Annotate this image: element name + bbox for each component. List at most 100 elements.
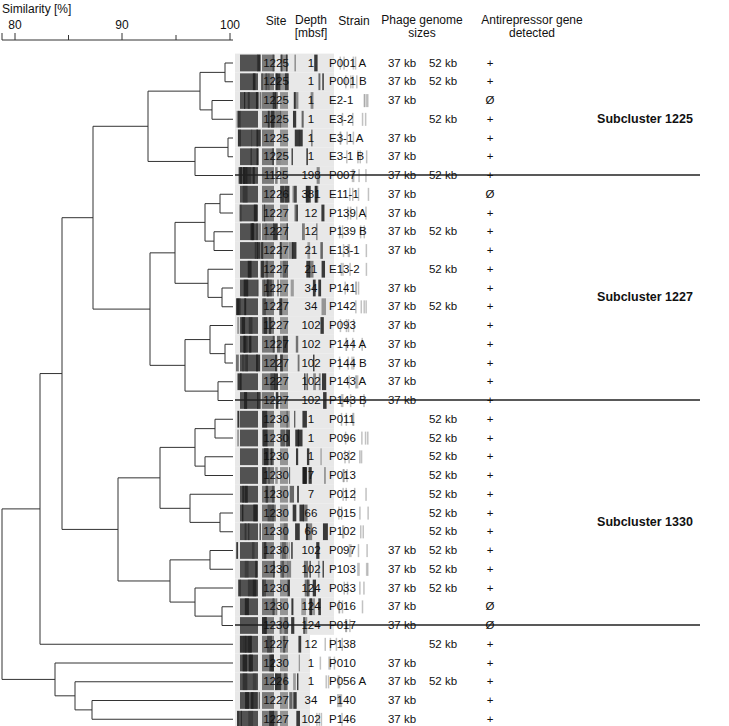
strain-name: P139 B xyxy=(329,225,367,238)
strain-name: P016 xyxy=(329,600,356,613)
genome-size: 37 kb xyxy=(388,207,416,220)
column-header: Depth [mbsf] xyxy=(288,14,334,40)
genome-size: 52 kb xyxy=(429,582,457,595)
strain-name: P033 xyxy=(329,582,356,595)
genome-size: 37 kb xyxy=(388,675,416,688)
genome-size: 37 kb xyxy=(388,319,416,332)
table-cell: 1227 xyxy=(263,713,289,726)
table-cell: 1227 xyxy=(263,244,289,257)
table-cell: 1227 xyxy=(263,394,289,407)
genome-size: 37 kb xyxy=(388,132,416,145)
table-cell: 21 xyxy=(305,244,318,257)
strain-name: P032 xyxy=(329,450,356,463)
table-cell: 1 xyxy=(308,450,314,463)
antirepressor-mark: Ø xyxy=(486,188,495,201)
strain-name: P093 xyxy=(329,319,356,332)
genome-size: 37 kb xyxy=(388,75,416,88)
genome-size: 37 kb xyxy=(388,188,416,201)
table-cell: 1230 xyxy=(263,507,289,520)
table-cell: 1225 xyxy=(263,113,289,126)
antirepressor-mark: + xyxy=(487,375,494,388)
table-cell: 124 xyxy=(301,619,320,632)
table-cell: 1230 xyxy=(263,600,289,613)
antirepressor-mark: Ø xyxy=(486,619,495,632)
antirepressor-mark: + xyxy=(487,450,494,463)
axis-tick-label: 100 xyxy=(220,19,240,32)
strain-name: P015 xyxy=(329,507,356,520)
table-cell: 1230 xyxy=(263,413,289,426)
antirepressor-mark: + xyxy=(487,507,494,520)
antirepressor-mark: + xyxy=(487,469,494,482)
strain-name: P146 xyxy=(329,713,356,726)
table-cell: 102 xyxy=(301,357,320,370)
strain-name: P013 xyxy=(329,469,356,482)
genome-size: 37 kb xyxy=(388,544,416,557)
antirepressor-mark: + xyxy=(487,488,494,501)
table-cell: 1227 xyxy=(263,263,289,276)
genome-size: 52 kb xyxy=(429,413,457,426)
table-cell: 1230 xyxy=(263,582,289,595)
genome-size: 37 kb xyxy=(388,582,416,595)
axis-title: Similarity [%] xyxy=(2,3,71,16)
table-cell: 1227 xyxy=(263,225,289,238)
genome-size: 37 kb xyxy=(388,357,416,370)
strain-name: P103 xyxy=(329,563,356,576)
table-cell: 1230 xyxy=(263,469,289,482)
table-cell: 1 xyxy=(308,150,314,163)
genome-size: 37 kb xyxy=(388,394,416,407)
strain-name: P102 xyxy=(329,525,356,538)
column-header: Phage genome sizes xyxy=(376,14,468,40)
table-cell: 1227 xyxy=(263,375,289,388)
genome-size: 52 kb xyxy=(429,638,457,651)
strain-name: P056 A xyxy=(329,675,366,688)
table-cell: 1 xyxy=(308,113,314,126)
table-cell: 1227 xyxy=(263,300,289,313)
genome-size: 37 kb xyxy=(388,600,416,613)
table-cell: 1230 xyxy=(263,619,289,632)
genome-size: 37 kb xyxy=(388,375,416,388)
antirepressor-mark: + xyxy=(487,638,494,651)
strain-name: P001 B xyxy=(329,75,367,88)
genome-size: 37 kb xyxy=(388,338,416,351)
genome-size: 37 kb xyxy=(388,94,416,107)
genome-size: 37 kb xyxy=(388,225,416,238)
column-header: Antirepressor gene detected xyxy=(480,14,584,40)
strain-name: E3-2 xyxy=(329,113,353,126)
antirepressor-mark: + xyxy=(487,244,494,257)
genome-size: 52 kb xyxy=(429,263,457,276)
antirepressor-mark: + xyxy=(487,225,494,238)
table-cell: 1230 xyxy=(263,450,289,463)
antirepressor-mark: + xyxy=(487,582,494,595)
strain-name: E3-1 A xyxy=(329,132,364,145)
table-cell: 1225 xyxy=(263,75,289,88)
table-cell: 1 xyxy=(308,94,314,107)
strain-name: P143 B xyxy=(329,394,367,407)
genome-size: 52 kb xyxy=(429,225,457,238)
antirepressor-mark: Ø xyxy=(486,94,495,107)
genome-size: 37 kb xyxy=(388,244,416,257)
table-cell: 12 xyxy=(305,225,318,238)
genome-size: 52 kb xyxy=(429,525,457,538)
table-cell: 66 xyxy=(305,525,318,538)
antirepressor-mark: + xyxy=(487,150,494,163)
table-cell: 198 xyxy=(301,169,320,182)
table-cell: 1 xyxy=(308,675,314,688)
table-cell: 102 xyxy=(301,394,320,407)
separator-lines xyxy=(235,175,700,625)
antirepressor-mark: Ø xyxy=(486,600,495,613)
table-cell: 7 xyxy=(308,469,314,482)
strain-name: P140 xyxy=(329,694,356,707)
table-cell: 1227 xyxy=(263,319,289,332)
strain-name: P143 A xyxy=(329,375,366,388)
antirepressor-mark: + xyxy=(487,338,494,351)
table-cell: 1226 xyxy=(263,188,289,201)
antirepressor-mark: + xyxy=(487,132,494,145)
subcluster-label: Subcluster 1225 xyxy=(590,113,700,126)
genome-size: 37 kb xyxy=(388,150,416,163)
strain-name: P012 xyxy=(329,488,356,501)
table-cell: 34 xyxy=(305,300,318,313)
genome-size: 37 kb xyxy=(388,619,416,632)
table-cell: 34 xyxy=(305,694,318,707)
table-cell: 1227 xyxy=(263,357,289,370)
genome-size: 37 kb xyxy=(388,657,416,670)
